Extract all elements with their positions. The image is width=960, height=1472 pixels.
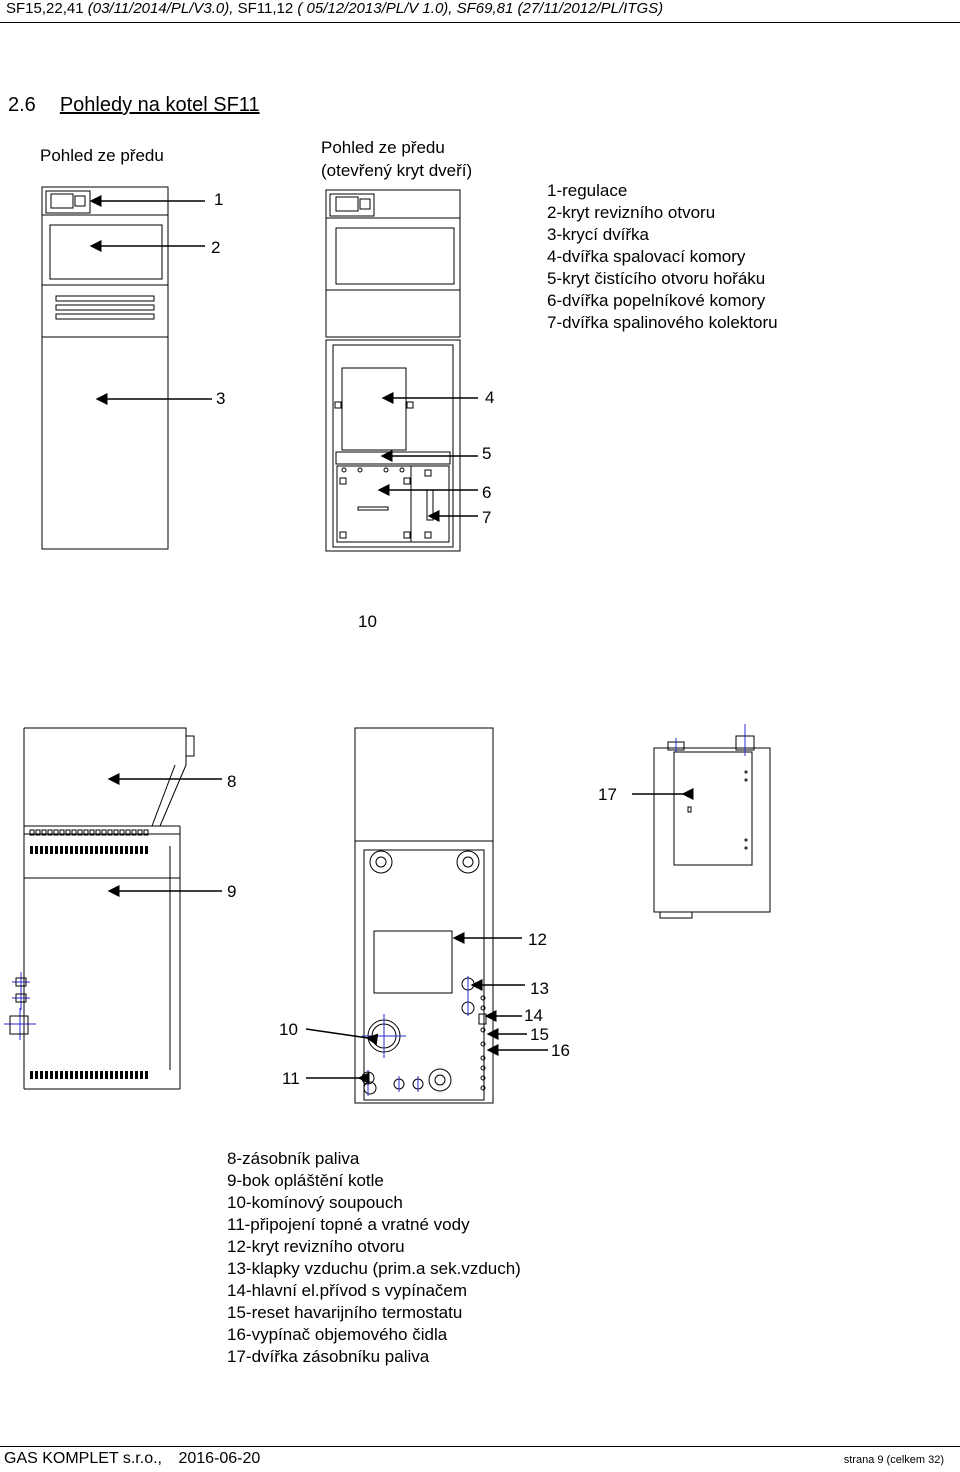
ref-number-7: 7 [482, 508, 492, 527]
boiler-side-view [23, 727, 195, 1090]
header-part2-version: ( 05/12/2013/PL/V 1.0), [297, 0, 453, 17]
combustion-door [341, 367, 407, 451]
ref-number-14: 14 [524, 1006, 543, 1025]
side-connection-pipes [4, 972, 36, 1040]
legend-top-item: 2-kryt revizního otvoru [547, 203, 716, 222]
legend-top-item: 5-kryt čistícího otvoru hořáku [547, 269, 766, 288]
section-number: 2.6 [8, 94, 36, 116]
footer-page-number: strana 9 (celkem 32) [843, 1454, 944, 1466]
ref-number-11: 11 [282, 1069, 300, 1088]
ref-number-1: 1 [214, 190, 224, 209]
header-part2: SF11,12 [233, 0, 298, 17]
revision-cover-rear [373, 930, 453, 994]
ref-number-3: 3 [216, 389, 226, 408]
header-part1-version: (03/11/2014/PL/V3.0), [87, 0, 234, 17]
ref-number-10-top: 10 [358, 612, 377, 631]
ref-number-13: 13 [530, 979, 549, 998]
section-title: 2.6 Pohledy na kotel SF11 [8, 94, 260, 117]
caption-front-open-line1: Pohled ze předu [321, 138, 445, 157]
legend-bottom-item: 9-bok opláštění kotle [227, 1171, 384, 1190]
revision-cover [49, 224, 163, 280]
hopper-door [673, 751, 753, 866]
boiler-front-closed [41, 186, 169, 550]
legend-top: 1-regulace 2-kryt revizního otvoru 3-kry… [547, 180, 778, 334]
fuel-hopper [354, 727, 494, 842]
ref-number-17: 17 [598, 785, 617, 804]
legend-top-item: 6-dvířka popelníkové komory [547, 291, 766, 310]
rear-axis-lines [362, 976, 469, 1096]
legend-bottom-item: 11-připojení topné a vratné vody [227, 1215, 470, 1234]
ref-number-16: 16 [551, 1041, 570, 1060]
caption-front-open-line2: (otevřený kryt dveří) [321, 161, 473, 180]
ref-number-5: 5 [482, 444, 492, 463]
legend-bottom-item: 12-kryt revizního otvoru [227, 1237, 405, 1256]
legend-bottom-item: 13-klapky vzduchu (prim.a sek.vzduch) [227, 1259, 521, 1278]
legend-top-item: 1-regulace [547, 181, 628, 200]
ref-number-2: 2 [211, 238, 221, 257]
footer-company: GAS KOMPLET s.r.o., [4, 1450, 162, 1467]
ref-number-9: 9 [227, 882, 237, 901]
legend-bottom-item: 15-reset havarijního termostatu [227, 1303, 463, 1322]
footer-date: 2016-06-20 [178, 1450, 261, 1467]
boiler-top-view [653, 735, 771, 919]
legend-top-item: 3-krycí dvířka [547, 225, 650, 244]
legend-bottom-item: 10-komínový soupouch [227, 1193, 403, 1212]
ref-number-10-rear: 10 [279, 1020, 298, 1039]
ref-number-8: 8 [227, 772, 237, 791]
top-axis-lines [675, 724, 746, 756]
ref-number-15: 15 [530, 1025, 549, 1044]
section-title-text: Pohledy na kotel SF11 [59, 94, 260, 116]
legend-bottom: 8-zásobník paliva 9-bok opláštění kotle … [227, 1148, 521, 1368]
boiler-front-open [325, 189, 461, 552]
side-connection-flanges [9, 977, 29, 1035]
header-part3: SF69,81 (27/11/2012/PL/ITGS) [452, 0, 664, 17]
legend-bottom-item: 8-zásobník paliva [227, 1149, 360, 1168]
legend-bottom-item: 16-vypínač objemového čidla [227, 1325, 448, 1344]
flue-door [410, 465, 450, 543]
header-part1: SF15,22,41 [6, 0, 88, 17]
ref-number-12: 12 [528, 930, 547, 949]
ash-door [336, 465, 412, 543]
legend-top-item: 7-dvířka spalinového kolektoru [547, 313, 778, 332]
footer-rule [0, 1446, 960, 1447]
document-header: SF15,22,41 (03/11/2014/PL/V3.0), SF11,12… [6, 0, 663, 17]
footer-left: GAS KOMPLET s.r.o., 2016-06-20 [4, 1450, 260, 1468]
ref-number-4: 4 [485, 388, 495, 407]
legend-bottom-item: 17-dvířka zásobníku paliva [227, 1347, 430, 1366]
legend-bottom-item: 14-hlavní el.přívod s vypínačem [227, 1281, 468, 1300]
ref-number-6: 6 [482, 483, 492, 502]
caption-front-view: Pohled ze předu [40, 146, 164, 165]
legend-top-item: 4-dvířka spalovací komory [547, 247, 746, 266]
side-vent-slots [29, 829, 150, 1079]
header-rule [0, 22, 960, 23]
boiler-rear-view [354, 727, 494, 1104]
